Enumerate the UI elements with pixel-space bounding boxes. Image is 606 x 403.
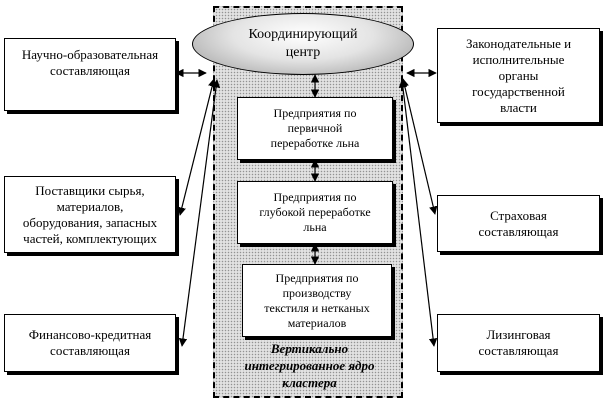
- insurance-box: Страховая составляющая: [437, 195, 600, 252]
- suppliers-label: Поставщики сырья, материалов, оборудован…: [22, 182, 158, 246]
- link-center-leasing: [398, 79, 438, 347]
- government-label: Законодательные и исполнительные органы …: [465, 35, 572, 115]
- link-center-insurance: [400, 78, 438, 215]
- insurance-label: Страховая составляющая: [478, 207, 559, 239]
- science-education-label: Научно-образовательная составляющая: [21, 47, 159, 78]
- link-center-finance: [178, 79, 221, 347]
- primary-processing-label: Предприятия по первичной переработке льн…: [270, 106, 360, 150]
- suppliers-box: Поставщики сырья, материалов, оборудован…: [4, 176, 176, 253]
- textile-production-label: Предприятия по производству текстиля и н…: [264, 270, 370, 330]
- leasing-box: Лизинговая составляющая: [437, 314, 600, 372]
- coordination-center: Координирующий центр: [192, 13, 414, 75]
- coordination-center-label: Координирующий центр: [248, 27, 358, 60]
- textile-production-box: Предприятия по производству текстиля и н…: [242, 264, 392, 337]
- finance-credit-label: Финансово-кредитная составляющая: [28, 327, 152, 358]
- core-title: Вертикально интегрированное ядро кластер…: [244, 341, 375, 390]
- science-education-box: Научно-образовательная составляющая: [4, 38, 176, 111]
- link-center-suppliers: [177, 78, 217, 216]
- primary-processing-box: Предприятия по первичной переработке льн…: [237, 97, 393, 160]
- deep-processing-box: Предприятия по глубокой переработке льна: [237, 181, 393, 244]
- deep-processing-label: Предприятия по глубокой переработке льна: [259, 190, 371, 234]
- finance-credit-box: Финансово-кредитная составляющая: [4, 314, 176, 372]
- leasing-label: Лизинговая составляющая: [478, 327, 559, 358]
- government-box: Законодательные и исполнительные органы …: [437, 28, 600, 123]
